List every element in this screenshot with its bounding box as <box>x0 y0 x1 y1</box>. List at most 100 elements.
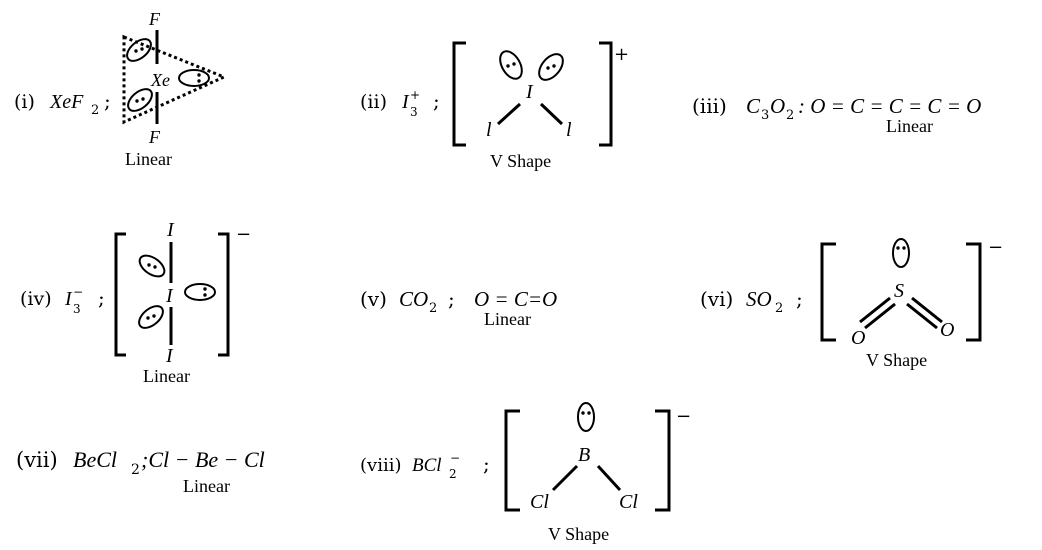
formula-superscript: + <box>410 88 420 102</box>
left-bracket <box>452 41 466 147</box>
atom-i-top: I <box>166 219 175 241</box>
formula-subscript: 2 <box>775 301 783 316</box>
double-bond-line <box>911 296 943 324</box>
formula: CO <box>399 287 428 311</box>
shape-label: Linear <box>183 476 230 496</box>
separator: ; <box>796 287 803 311</box>
item-number: (vi) <box>700 287 733 311</box>
left-bracket <box>114 232 126 357</box>
atom-i-right: l <box>566 119 572 141</box>
item-co2: (v) CO 2 ; O = C=O Linear <box>360 287 557 329</box>
lone-pair <box>138 305 164 329</box>
structure: ;Cl − Be − Cl <box>141 447 265 472</box>
lone-pair <box>577 402 595 432</box>
formula: BeCl <box>73 447 117 472</box>
structure: : O = C = C = C = O <box>798 94 981 118</box>
formula: I <box>401 91 410 113</box>
dotted-triangle <box>122 34 228 125</box>
formula-subscript: 3 <box>761 108 769 123</box>
shape-label: Linear <box>143 366 190 386</box>
separator: ; <box>433 89 440 113</box>
formula: C <box>746 94 761 118</box>
item-bcl2-anion: (viii) BCl 2 − ; − B Cl Cl V Shape <box>360 402 691 544</box>
lone-pair <box>126 38 152 62</box>
lone-pair <box>184 283 216 301</box>
atom-xe: Xe <box>150 70 170 90</box>
lone-pair <box>138 254 166 278</box>
shape-label: V Shape <box>490 151 551 171</box>
formula: XeF <box>49 91 84 113</box>
atom-i-center: I <box>165 285 174 307</box>
right-bracket <box>655 409 671 512</box>
item-number: (viii) <box>360 455 401 476</box>
formula-subscript: 2 <box>91 103 99 118</box>
lone-pair <box>178 69 210 87</box>
formula-subscript2: 2 <box>786 108 794 123</box>
separator: ; <box>483 452 490 476</box>
right-bracket <box>966 242 982 342</box>
left-bracket <box>820 242 836 342</box>
atom-i-left: l <box>486 119 492 141</box>
charge: + <box>614 44 629 65</box>
item-i3-cation: (ii) I 3 + ; + I l l V Shape <box>360 41 629 171</box>
atom-f-bottom: F <box>148 127 161 147</box>
item-number: (i) <box>14 91 35 113</box>
right-bracket <box>218 232 230 357</box>
atom-f-top: F <box>148 9 161 29</box>
structure: O = C=O <box>474 287 557 311</box>
item-number: (v) <box>360 287 387 311</box>
formula-superscript: − <box>73 285 83 299</box>
atom-cl-right: Cl <box>619 491 638 513</box>
separator: ; <box>448 287 455 311</box>
shape-label: Linear <box>125 149 172 169</box>
item-c3o2: (iii) C 3 O 2 : O = C = C = C = O Linear <box>692 94 981 136</box>
item-number: (vii) <box>16 448 58 472</box>
atom-b: B <box>578 444 590 466</box>
formula-superscript: − <box>450 451 460 465</box>
item-number: (iv) <box>20 288 52 310</box>
bond-line <box>551 464 579 492</box>
formula: I <box>64 288 73 310</box>
charge: − <box>236 224 251 245</box>
atom-i-bottom: I <box>165 345 174 367</box>
formula-subscript: 2 <box>131 462 140 478</box>
charge: − <box>988 237 1003 258</box>
formula-subscript: 2 <box>429 301 437 316</box>
lone-pair <box>892 238 910 268</box>
formula: SO <box>746 287 772 311</box>
lone-pair <box>538 53 564 81</box>
item-so2: (vi) SO 2 ; − S O O V Shape <box>700 237 1003 370</box>
separator: ; <box>104 89 111 113</box>
formula-subscript: 2 <box>449 467 457 481</box>
shape-label: V Shape <box>548 524 609 544</box>
atom-cl-left: Cl <box>530 491 549 513</box>
item-becl2: (vii) BeCl 2 ;Cl − Be − Cl Linear <box>16 447 265 496</box>
left-bracket <box>504 409 520 512</box>
double-bond-line <box>859 296 891 324</box>
charge: − <box>676 406 691 427</box>
formula-subscript: 3 <box>73 302 81 316</box>
separator: ; <box>98 286 105 310</box>
formula: BCl <box>412 455 442 476</box>
formula-part2: O <box>770 94 785 118</box>
bond-line <box>496 102 522 126</box>
item-xef2: (i) XeF 2 ; F F Xe Linear <box>14 9 228 169</box>
atom-i-center: I <box>525 81 534 103</box>
bond-line <box>539 102 564 126</box>
item-i3-anion: (iv) I 3 − ; − I I I Linear <box>20 219 251 386</box>
lone-pair <box>499 50 523 80</box>
atom-o-left: O <box>851 327 865 349</box>
atom-o-right: O <box>940 319 954 341</box>
shape-label: Linear <box>886 116 933 136</box>
formula-subscript: 3 <box>410 105 418 119</box>
double-bond-line <box>864 302 896 330</box>
item-number: (iii) <box>692 94 727 118</box>
right-bracket <box>599 41 613 147</box>
lone-pair <box>127 88 153 112</box>
shape-label: V Shape <box>866 350 927 370</box>
item-number: (ii) <box>360 91 387 113</box>
bond-line <box>596 464 622 492</box>
double-bond-line <box>906 302 938 330</box>
shape-label: Linear <box>484 309 531 329</box>
